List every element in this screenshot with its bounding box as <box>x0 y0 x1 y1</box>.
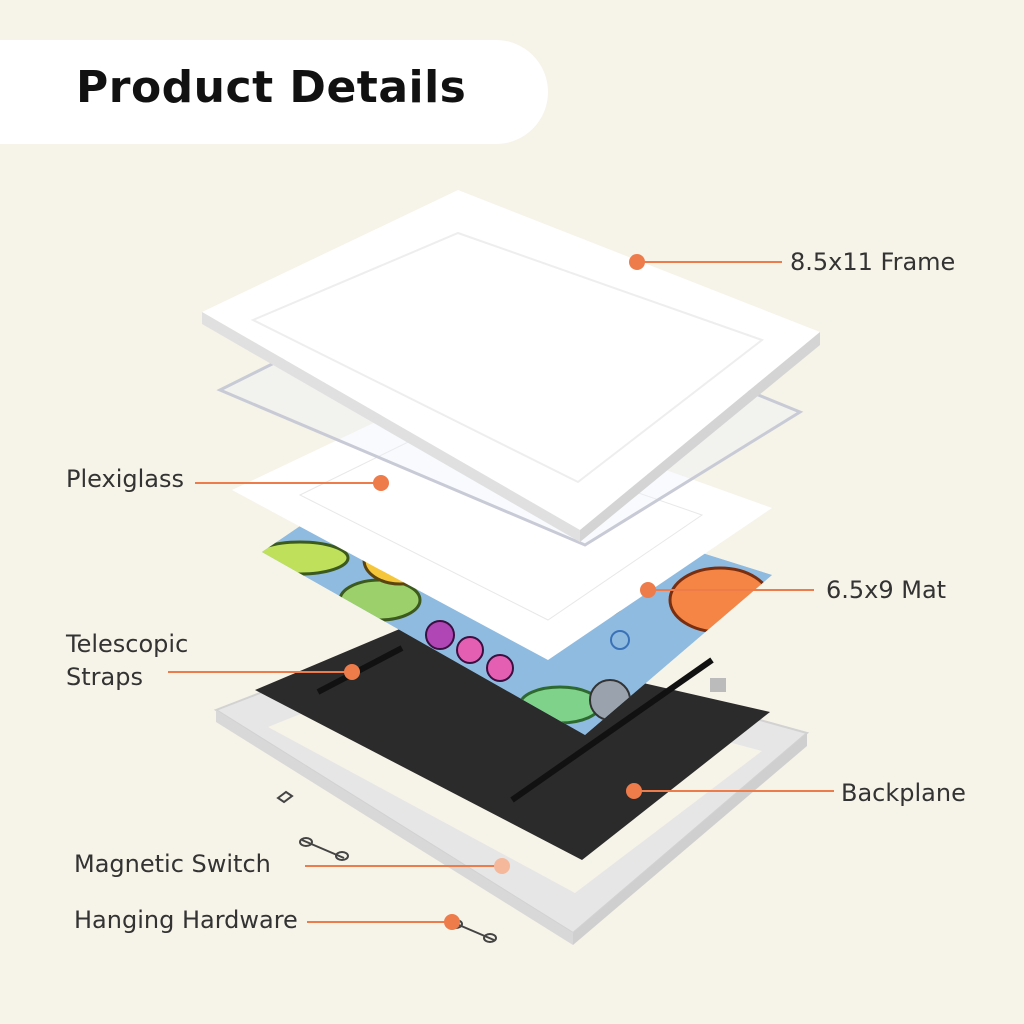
title-banner <box>0 40 548 144</box>
mat <box>232 390 772 660</box>
dot-magnetic-switch <box>494 858 510 874</box>
top-frame <box>202 190 820 542</box>
dot-mat <box>640 582 656 598</box>
label-plexiglass: Plexiglass <box>66 465 184 493</box>
label-magnetic-switch: Magnetic Switch <box>74 850 271 878</box>
dot-plexiglass <box>373 475 389 491</box>
label-straps-line1: Telescopic <box>66 630 189 658</box>
label-hanging-hardware: Hanging Hardware <box>74 906 298 934</box>
leader-lines <box>168 261 834 923</box>
page-title: Product Details <box>76 62 467 113</box>
label-frame: 8.5x11 Frame <box>790 248 956 276</box>
leader-dots <box>344 254 656 930</box>
label-backplane: Backplane <box>841 779 966 807</box>
dot-frame <box>629 254 645 270</box>
dot-hanging-hardware <box>444 914 460 930</box>
dot-straps <box>344 664 360 680</box>
label-mat: 6.5x9 Mat <box>826 576 947 604</box>
label-straps-line2: Straps <box>66 663 143 691</box>
dot-backplane <box>626 783 642 799</box>
